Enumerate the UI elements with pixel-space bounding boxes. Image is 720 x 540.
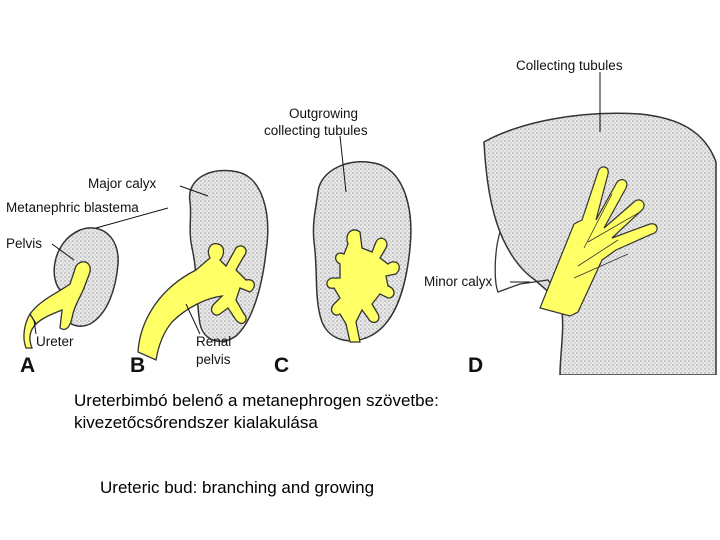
panel-letter-d: D	[468, 354, 483, 375]
embryology-diagram: Collecting tubules Outgrowing collecting…	[0, 52, 720, 375]
label-minor-calyx: Minor calyx	[424, 274, 493, 289]
label-metanephric-blastema: Metanephric blastema	[6, 200, 139, 215]
panel-d-collecting-tubules	[539, 166, 658, 317]
label-renal-line1: Renal	[196, 334, 231, 349]
hungarian-caption-line2: kivezetőcsőrendszer kialakulása	[74, 413, 318, 432]
english-caption: Ureteric bud: branching and growing	[100, 478, 375, 497]
panel-letter-c: C	[274, 354, 289, 375]
panel-c-ureteric-bud	[326, 229, 400, 343]
panel-b-ureteric-bud	[137, 243, 255, 361]
panel-c-kidney	[312, 160, 412, 343]
label-collecting-tubules: Collecting tubules	[516, 58, 623, 73]
label-outgrowing-line1: Outgrowing	[289, 106, 358, 121]
label-ureter: Ureter	[36, 334, 74, 349]
panel-d-kidney-section	[483, 112, 717, 375]
leader-lines	[33, 72, 601, 335]
panel-b-kidney	[137, 169, 269, 361]
panel-letter-b: B	[130, 354, 145, 375]
label-outgrowing-line2: collecting tubules	[264, 123, 368, 138]
label-pelvis: Pelvis	[6, 236, 42, 251]
hungarian-caption-line1: Ureterbimbó belenő a metanephrogen szöve…	[74, 391, 439, 410]
panel-letter-a: A	[20, 354, 35, 375]
panel-a-kidney	[23, 227, 119, 349]
panel-a-ureteric-bud	[29, 261, 91, 331]
label-renal-line2: pelvis	[196, 352, 231, 367]
label-major-calyx: Major calyx	[88, 176, 157, 191]
hungarian-caption: Ureterbimbó belenő a metanephrogen szöve…	[74, 390, 634, 434]
